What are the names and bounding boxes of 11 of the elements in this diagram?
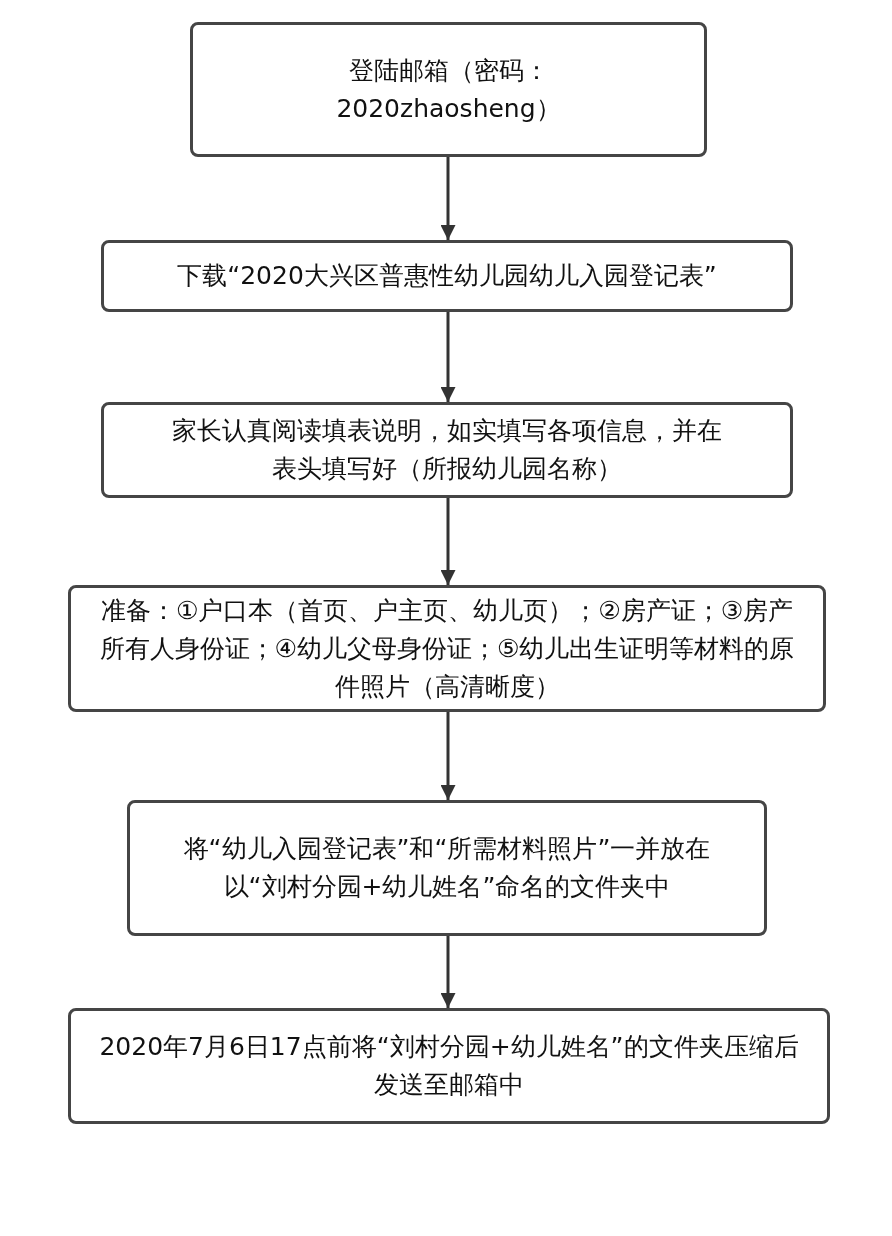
arrow (440, 936, 456, 1008)
process-box: 家长认真阅读填表说明，如实填写各项信息，并在表头填写好（所报幼儿园名称） (101, 402, 793, 498)
process-box: 下载“2020大兴区普惠性幼儿园幼儿入园登记表” (101, 240, 793, 312)
process-box: 将“幼儿入园登记表”和“所需材料照片”一并放在以“刘村分园+幼儿姓名”命名的文件夹中 (127, 800, 767, 936)
arrow (440, 712, 456, 800)
process-box: 2020年7月6日17点前将“刘村分园+幼儿姓名”的文件夹压缩后发送至邮箱中 (68, 1008, 830, 1124)
arrow (440, 312, 456, 402)
arrow (440, 498, 456, 585)
process-box: 准备：①户口本（首页、户主页、幼儿页）；②房产证；③房产所有人身份证；④幼儿父母身份证；⑤幼儿出生证明等材料的原件照片（高清晰度） (68, 585, 826, 712)
process-box: 登陆邮箱（密码：2020zhaosheng） (190, 22, 707, 157)
arrow (440, 157, 456, 240)
